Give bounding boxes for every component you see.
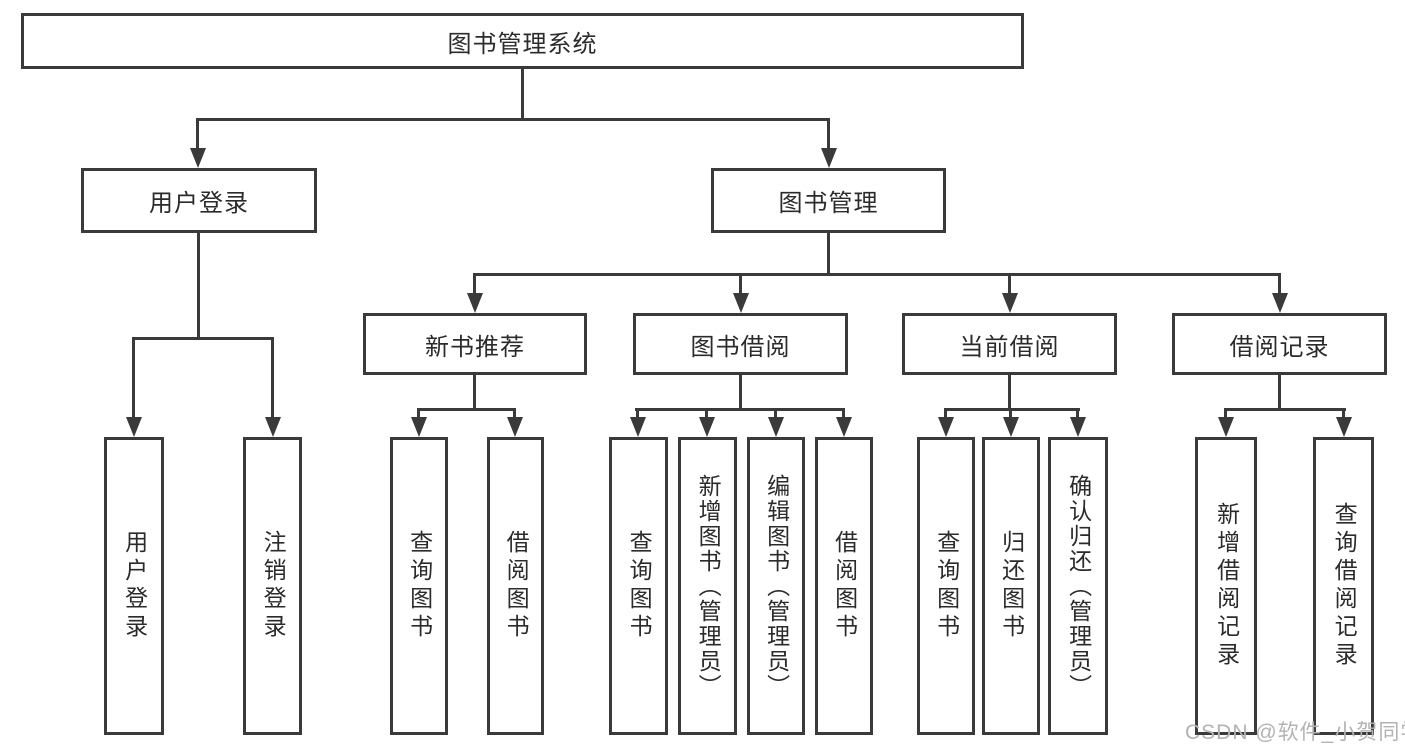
leaf-current-return-books: 归还图书 (982, 437, 1040, 735)
node-book-borrow: 图书借阅 (633, 313, 848, 375)
arrow-head (411, 417, 427, 437)
node-label: 注销登录 (260, 530, 287, 642)
connector-line (774, 408, 777, 417)
arrow-head (507, 417, 523, 437)
node-label: 用户登录 (149, 190, 249, 217)
leaf-recommend-borrow-books: 借阅图书 (487, 437, 544, 735)
connector-line (473, 273, 476, 295)
connector-line (1009, 408, 1012, 417)
node-user-login: 用户登录 (81, 168, 317, 233)
connector-line (473, 375, 476, 408)
node-label: 新增图书（管理员） (695, 473, 722, 699)
node-label: 借阅图书 (503, 530, 530, 642)
connector-line (132, 337, 135, 417)
node-label: 编辑图书（管理员） (763, 473, 790, 699)
arrow-head (938, 417, 954, 437)
connector-line (1224, 408, 1346, 411)
node-current-borrow: 当前借阅 (902, 313, 1117, 375)
arrow-head (1070, 417, 1086, 437)
arrow-head (699, 417, 715, 437)
connector-line (473, 273, 1281, 276)
leaf-recommend-query-books: 查询图书 (390, 437, 448, 735)
connector-line (1008, 375, 1011, 408)
node-label: 新增借阅记录 (1213, 502, 1240, 670)
node-label: 查询图书 (626, 530, 653, 642)
node-label: 借阅记录 (1229, 333, 1330, 361)
arrow-head (265, 417, 281, 437)
leaf-borrow-add-books-admin: 新增图书（管理员） (678, 437, 737, 735)
arrow-head (630, 417, 646, 437)
leaf-borrow-edit-books-admin: 编辑图书（管理员） (747, 437, 805, 735)
connector-line (635, 408, 845, 411)
node-book-management: 图书管理 (711, 168, 946, 233)
node-label: 归还图书 (998, 530, 1025, 642)
csdn-watermark: CSDN @软件_小贺同学 (1185, 721, 1405, 744)
connector-line (739, 375, 742, 408)
node-label: 查询借阅记录 (1331, 502, 1358, 670)
connector-line (417, 408, 516, 411)
leaf-borrow-query-books: 查询图书 (609, 437, 668, 735)
arrow-head (126, 417, 142, 437)
leaf-current-confirm-return-admin: 确认归还（管理员） (1048, 437, 1108, 735)
leaf-records-add-record: 新增借阅记录 (1195, 437, 1257, 735)
connector-line (132, 337, 274, 340)
leaf-current-query-books: 查询图书 (917, 437, 975, 735)
node-label: 当前借阅 (959, 333, 1060, 361)
connector-line (827, 118, 830, 149)
node-label: 图书管理系统 (447, 30, 598, 58)
node-label: 新书推荐 (425, 333, 525, 361)
connector-line (1224, 408, 1227, 417)
node-label: 借阅图书 (831, 530, 858, 642)
arrow-head (1003, 417, 1019, 437)
arrow-head (821, 148, 837, 168)
arrow-head (836, 417, 852, 437)
arrow-head (1336, 417, 1352, 437)
node-new-book-recommend: 新书推荐 (363, 313, 587, 375)
leaf-borrow-borrow-books: 借阅图书 (815, 437, 873, 735)
connector-line (1278, 273, 1281, 295)
arrow-head (1218, 417, 1234, 437)
connector-line (944, 408, 947, 417)
connector-line (196, 118, 830, 121)
connector-line (705, 408, 708, 417)
connector-line (271, 337, 274, 417)
node-label: 图书管理 (778, 190, 879, 217)
connector-line (197, 233, 200, 337)
node-borrow-records: 借阅记录 (1172, 313, 1387, 375)
connector-line (636, 408, 639, 417)
arrow-head (1272, 293, 1288, 313)
node-label: 用户登录 (121, 530, 148, 642)
connector-line (1342, 408, 1345, 417)
arrow-head (467, 293, 483, 313)
arrow-head (733, 293, 749, 313)
leaf-records-query-record: 查询借阅记录 (1313, 437, 1374, 735)
arrow-head (1002, 293, 1018, 313)
node-library-system-root: 图书管理系统 (21, 13, 1024, 69)
connector-line (417, 408, 420, 417)
connector-line (1076, 408, 1079, 417)
connector-line (521, 69, 524, 118)
node-label: 查询图书 (933, 530, 960, 642)
leaf-user-login: 用户登录 (104, 437, 164, 735)
connector-line (739, 273, 742, 295)
node-label: 查询图书 (406, 530, 433, 642)
connector-line (842, 408, 845, 417)
connector-line (1008, 273, 1011, 295)
node-label: 图书借阅 (690, 333, 791, 361)
connector-line (1278, 375, 1281, 408)
connector-line (513, 408, 516, 417)
connector-line (827, 233, 830, 273)
connector-line (944, 408, 1080, 411)
arrow-head (190, 148, 206, 168)
arrow-head (768, 417, 784, 437)
leaf-logout: 注销登录 (243, 437, 302, 735)
connector-line (196, 118, 199, 149)
node-label: 确认归还（管理员） (1065, 473, 1092, 699)
